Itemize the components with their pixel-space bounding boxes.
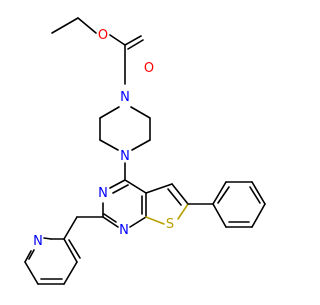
bond-pip-6 — [131, 139, 151, 151]
bond-th-3 — [177, 203, 189, 220]
bond-th-2b — [167, 188, 182, 206]
bond-o-carbonyl-c — [109, 34, 126, 46]
bond-th-4 — [145, 216, 165, 225]
bond-pym-1 — [109, 179, 126, 189]
ethyl-group — [51, 17, 97, 34]
bond-pym-5b — [103, 213, 117, 223]
bond-ethyl-ch3-ch2 — [51, 17, 79, 34]
bond-py-6 — [24, 250, 32, 263]
atom-label-thiophene-s: S — [166, 217, 174, 232]
molecule-diagram: O O N N N N S N — [24, 17, 266, 285]
bond-py-7 — [43, 237, 52, 240]
bond-ethyl-ch2-o — [77, 17, 97, 34]
bond-pym-2 — [124, 179, 147, 194]
phenyl-ring — [187, 181, 266, 228]
bond-ph-1b — [217, 186, 230, 204]
thiophene-ring — [145, 183, 189, 225]
atom-label-piperazine-n-bottom: N — [120, 149, 130, 164]
carbamate-group — [109, 34, 144, 85]
bond-ph-1 — [212, 181, 227, 205]
bond-pym-1b — [112, 184, 129, 194]
atom-label-pyrimidine-n-left: N — [98, 186, 108, 201]
bond-pip-1 — [99, 106, 120, 119]
structure-svg: O O N N N N S N — [24, 17, 266, 285]
bond-pip-4 — [130, 106, 151, 119]
bond-ph-3 — [251, 181, 266, 205]
bond-py-3 — [63, 261, 78, 285]
bond-pym-5 — [102, 216, 119, 228]
piperazine-ring — [99, 106, 151, 181]
bond-py-1 — [63, 216, 78, 240]
bond-py-5 — [24, 261, 39, 285]
bond-th-1 — [145, 183, 173, 194]
atom-label-pyridine-n: N — [33, 234, 43, 249]
atom-label-pyrimidine-n-bottom: N — [119, 223, 129, 238]
bond-th-2 — [171, 183, 189, 205]
bond-pym-4 — [129, 216, 147, 228]
atom-label-carbonyl-o: O — [144, 61, 154, 76]
bond-py-6b — [28, 249, 35, 260]
bond-ph-3b — [249, 186, 261, 204]
pyrimidine-ring — [102, 179, 147, 228]
atom-label-piperazine-n-top: N — [120, 90, 130, 105]
bond-pip-3 — [99, 139, 119, 151]
bond-ph-6 — [212, 203, 227, 228]
atom-label-ester-o: O — [98, 28, 108, 43]
bond-carbonyl-c-o-2 — [127, 39, 144, 50]
bond-py-2b — [68, 239, 81, 259]
bond-ph-4 — [251, 203, 266, 228]
pyridine-ring — [24, 216, 104, 285]
bond-py-2 — [63, 238, 78, 263]
bond-carbonyl-c-o-1 — [124, 35, 142, 46]
